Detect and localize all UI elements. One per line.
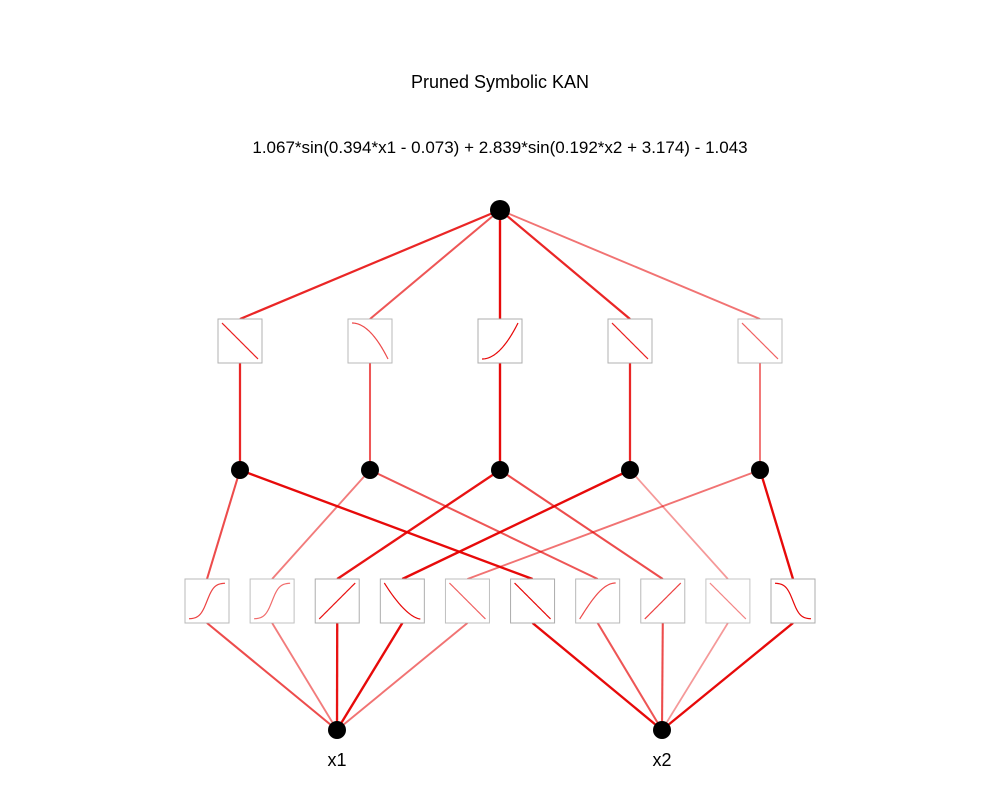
input-label: x2 — [652, 750, 671, 770]
layer1-activation-curve — [774, 582, 812, 620]
layer1-input-edge — [336, 622, 469, 731]
layer1-activation-box — [705, 578, 751, 624]
layer2-activation-box — [737, 318, 783, 364]
layer1-activation-box — [444, 578, 490, 624]
layer2-activation-curve — [221, 322, 259, 360]
layer1-activation-box — [510, 578, 556, 624]
hidden-node — [361, 461, 379, 479]
layer1-output-edge — [401, 468, 631, 581]
layer1-output-edge — [336, 469, 501, 580]
output-node — [490, 200, 510, 220]
layer1-activation-box — [184, 578, 230, 624]
input-node — [328, 721, 346, 739]
layer2-activation-box — [347, 318, 393, 364]
layer1-input-edge — [206, 622, 338, 731]
layer1-input-edge — [596, 622, 663, 731]
layer1-input-edge — [660, 622, 664, 731]
activation-boxes-group — [184, 318, 816, 624]
layer2-activation-box — [217, 318, 263, 364]
layer2-output-edge — [239, 208, 501, 321]
layer2-activation-box — [607, 318, 653, 364]
diagram-title: Pruned Symbolic KAN — [411, 72, 589, 92]
layer1-activation-box — [379, 578, 425, 624]
layer1-output-edge — [758, 469, 795, 580]
layer2-box-frame — [347, 318, 393, 364]
layer1-output-edge — [629, 469, 729, 580]
hidden-node — [751, 461, 769, 479]
layer2-box-frame — [477, 318, 523, 364]
input-labels-group: x1 x2 — [327, 750, 671, 770]
input-node — [653, 721, 671, 739]
layer1-input-edge — [661, 622, 729, 731]
layer1-activation-box — [770, 578, 816, 624]
layer1-output-edge — [369, 469, 599, 580]
layer1-activation-curve — [644, 582, 682, 620]
layer2-activation-curve — [611, 322, 649, 360]
layer1-input-edge — [271, 622, 338, 731]
layer1-activation-curve — [254, 582, 291, 620]
layer1-input-edge — [531, 622, 663, 731]
layer1-activation-curve — [449, 582, 486, 620]
layer1-activation-box — [575, 578, 621, 624]
layer2-output-edge — [499, 209, 761, 320]
layer1-activation-box — [314, 578, 360, 624]
symbolic-formula: 1.067*sin(0.394*x1 - 0.073) + 2.839*sin(… — [252, 138, 747, 157]
layer1-output-edge — [467, 469, 761, 580]
layer2-output-edge — [499, 209, 631, 320]
layer1-activation-box — [640, 578, 686, 624]
layer1-box-frame — [705, 578, 751, 624]
layer1-output-edge — [271, 469, 371, 580]
layer1-activation-curve — [318, 582, 356, 620]
layer2-activation-curve — [481, 322, 519, 360]
input-label: x1 — [327, 750, 346, 770]
layer1-box-frame — [379, 578, 425, 624]
layer2-activation-box — [477, 318, 523, 364]
layer1-box-frame — [575, 578, 621, 624]
layer1-activation-curve — [579, 582, 616, 620]
layer1-input-edge — [335, 622, 404, 731]
nodes-group — [231, 200, 769, 739]
layer1-activation-box — [249, 578, 295, 624]
edges-group — [206, 208, 795, 731]
layer2-activation-curve — [351, 322, 389, 360]
layer1-output-edge — [206, 469, 241, 580]
layer1-output-edge — [239, 468, 533, 581]
layer2-activation-curve — [741, 322, 779, 360]
layer1-activation-curve — [383, 582, 421, 620]
layer2-output-edge — [369, 209, 501, 320]
layer1-output-edge — [499, 469, 664, 580]
hidden-node — [491, 461, 509, 479]
hidden-node — [231, 461, 249, 479]
layer1-activation-curve — [188, 582, 226, 620]
hidden-node — [621, 461, 639, 479]
layer1-activation-curve — [709, 582, 747, 620]
layer1-activation-curve — [514, 582, 551, 620]
layer1-input-edge — [661, 622, 794, 731]
